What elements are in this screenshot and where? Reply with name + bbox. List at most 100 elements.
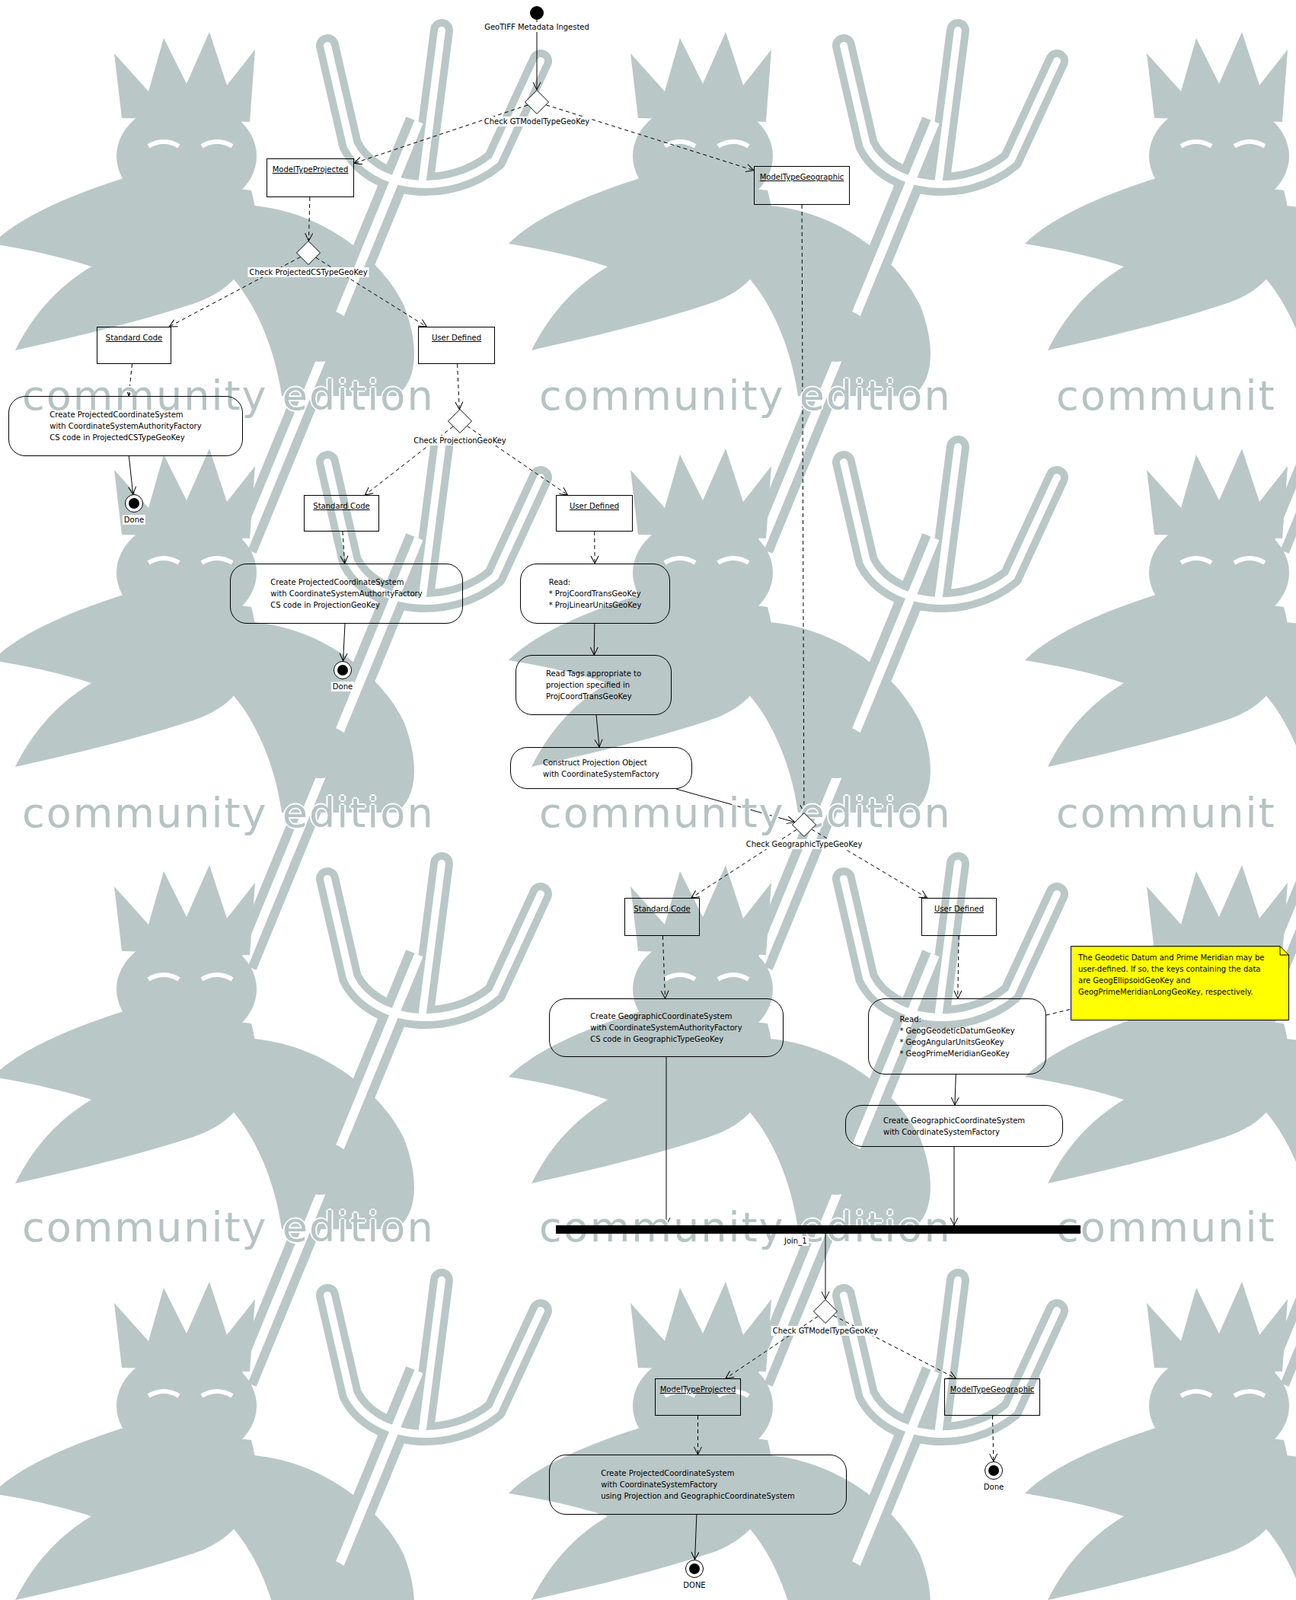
decision-diamond: Check GTModelTypeGeoKey	[524, 89, 550, 115]
text-line: user-defined. If so, the keys containing…	[1078, 963, 1265, 975]
node-text: ModelTypeProjected	[272, 163, 349, 176]
text-line: with CoordinateSystemAuthorityFactory	[49, 420, 202, 432]
object-box: User Defined	[418, 326, 495, 364]
node-text: ModelTypeGeographic	[759, 171, 845, 183]
text-group: User Defined	[934, 903, 984, 915]
start-dot	[529, 6, 544, 20]
node-text: User Defined	[569, 500, 620, 512]
action-box: Create ProjectedCoordinateSystem with Co…	[549, 1454, 847, 1515]
end-ring	[334, 661, 352, 680]
node-text: * GeogGeodeticDatumGeoKey	[899, 1024, 1015, 1037]
object-box: User Defined	[921, 897, 997, 936]
node-text: Create GeographicCoordinateSystem with C…	[883, 1114, 1025, 1138]
start-shape	[529, 6, 544, 20]
text-line: CS code in GeographicTypeGeoKey	[590, 1033, 742, 1045]
watermark-text: community edition	[539, 371, 952, 421]
node-text: ModelTypeGeographic	[950, 1383, 1035, 1395]
dec-shape	[447, 408, 473, 434]
diamond-outline	[448, 409, 473, 434]
flow-connector	[308, 197, 310, 241]
text-group: Create ProjectedCoordinateSystem with Co…	[270, 576, 422, 611]
flow-connector	[593, 623, 596, 655]
flow-connector	[128, 456, 133, 495]
text-group: User Defined	[569, 500, 620, 512]
text-line: Construct Projection Object	[542, 756, 660, 769]
action-box: Create GeographicCoordinateSystem with C…	[549, 998, 784, 1057]
flow-connector	[342, 531, 345, 564]
node-text: Standard Code	[312, 500, 370, 512]
diamond-outline	[813, 1299, 838, 1324]
final-node: Done	[333, 660, 352, 680]
end-shape	[685, 1559, 704, 1578]
text-group: Read:* ProjCoordTransGeoKey* ProjLinearU…	[549, 576, 642, 611]
note-box: The Geodetic Datum and Prime Meridian ma…	[1070, 945, 1290, 1021]
node-text: Create GeographicCoordinateSystem with C…	[590, 1010, 742, 1045]
text-line: with CoordinateSystemFactory	[600, 1478, 795, 1491]
node-text: ModelTypeProjected	[660, 1383, 737, 1395]
node-label: Done	[331, 681, 355, 692]
poseidon-figure	[508, 446, 1057, 965]
flow-connector	[697, 1415, 699, 1455]
end-dot	[128, 497, 140, 509]
node-text: Standard Code	[633, 903, 690, 915]
text-line: Read Tags appropriate to	[545, 667, 642, 680]
flow-connector	[695, 1514, 697, 1560]
action-box: Create GeographicCoordinateSystem with C…	[845, 1104, 1063, 1147]
flow-connector	[957, 935, 959, 999]
flow-connector	[992, 1415, 994, 1462]
object-box: Standard Code	[624, 897, 700, 936]
node-text: * ProjLinearUnitsGeoKey	[549, 599, 642, 611]
node-label: Check GTModelTypeGeoKey	[482, 116, 592, 127]
text-line: CS code in ProjectionGeoKey	[270, 599, 422, 611]
dec-shape	[524, 89, 550, 115]
text-group: Create ProjectedCoordinateSystem with Co…	[600, 1467, 795, 1502]
node-label: Join_1	[782, 1235, 809, 1246]
node-text: Create ProjectedCoordinateSystem with Co…	[600, 1467, 795, 1502]
node-text: The Geodetic Datum and Prime Meridian ma…	[1078, 951, 1265, 998]
text-group: The Geodetic Datum and Prime Meridian ma…	[1078, 951, 1265, 998]
text-group: ModelTypeGeographic	[759, 171, 845, 183]
node-label: Check GTModelTypeGeoKey	[771, 1325, 881, 1336]
node-label: Check GeographicTypeGeoKey	[744, 839, 865, 850]
text-group: Construct Projection Object with Coordin…	[542, 756, 660, 780]
text-group: User Defined	[431, 331, 482, 344]
node-text: Create ProjectedCoordinateSystem with Co…	[270, 576, 422, 611]
flow-connector	[457, 363, 460, 410]
node-text: Read:	[899, 1013, 1015, 1025]
text-line: Create ProjectedCoordinateSystem	[600, 1467, 795, 1479]
text-line: with CoordinateSystemAuthorityFactory	[590, 1021, 742, 1034]
flow-connector	[545, 105, 754, 171]
poseidon-figure	[0, 446, 541, 965]
dec-shape	[791, 812, 817, 837]
final-node: Done	[984, 1461, 1003, 1480]
node-text: Read Tags appropriate to projection spec…	[545, 667, 642, 703]
text-group: Standard Code	[633, 903, 690, 915]
text-line: with CoordinateSystemAuthorityFactory	[270, 587, 422, 600]
node-text: * GeogAngularUnitsGeoKey	[899, 1036, 1015, 1048]
text-group: Standard Code	[105, 331, 163, 344]
object-box: User Defined	[555, 494, 633, 532]
end-dot	[337, 664, 348, 676]
poseidon-figure	[0, 863, 541, 1382]
flow-connector	[593, 531, 595, 564]
watermark-text: community edition	[22, 788, 435, 838]
poseidon-figure	[508, 863, 1057, 1382]
object-box: Standard Code	[303, 494, 380, 532]
text-line: CS code in ProjectedCSTypeGeoKey	[49, 431, 202, 444]
text-line: with CoordinateSystemFactory	[542, 768, 660, 780]
text-group: Create GeographicCoordinateSystem with C…	[883, 1114, 1025, 1138]
final-node: DONE	[685, 1559, 704, 1578]
text-line: Create GeographicCoordinateSystem	[883, 1114, 1025, 1127]
node-text: User Defined	[934, 903, 984, 915]
flow-connector	[833, 1315, 957, 1379]
text-line: GeogPrimeMeridianLongGeoKey, respectivel…	[1078, 986, 1265, 998]
node-label: Done	[122, 514, 146, 525]
flow-connector	[954, 1146, 955, 1226]
object-box: ModelTypeProjected	[266, 158, 355, 198]
watermark-text: communit	[1056, 1203, 1277, 1252]
end-dot	[988, 1465, 1000, 1476]
text-line: projection specified in	[545, 679, 642, 691]
action-box: Read Tags appropriate to projection spec…	[515, 654, 672, 716]
node-text: Read:	[549, 576, 642, 588]
flow-connector	[666, 1056, 668, 1226]
